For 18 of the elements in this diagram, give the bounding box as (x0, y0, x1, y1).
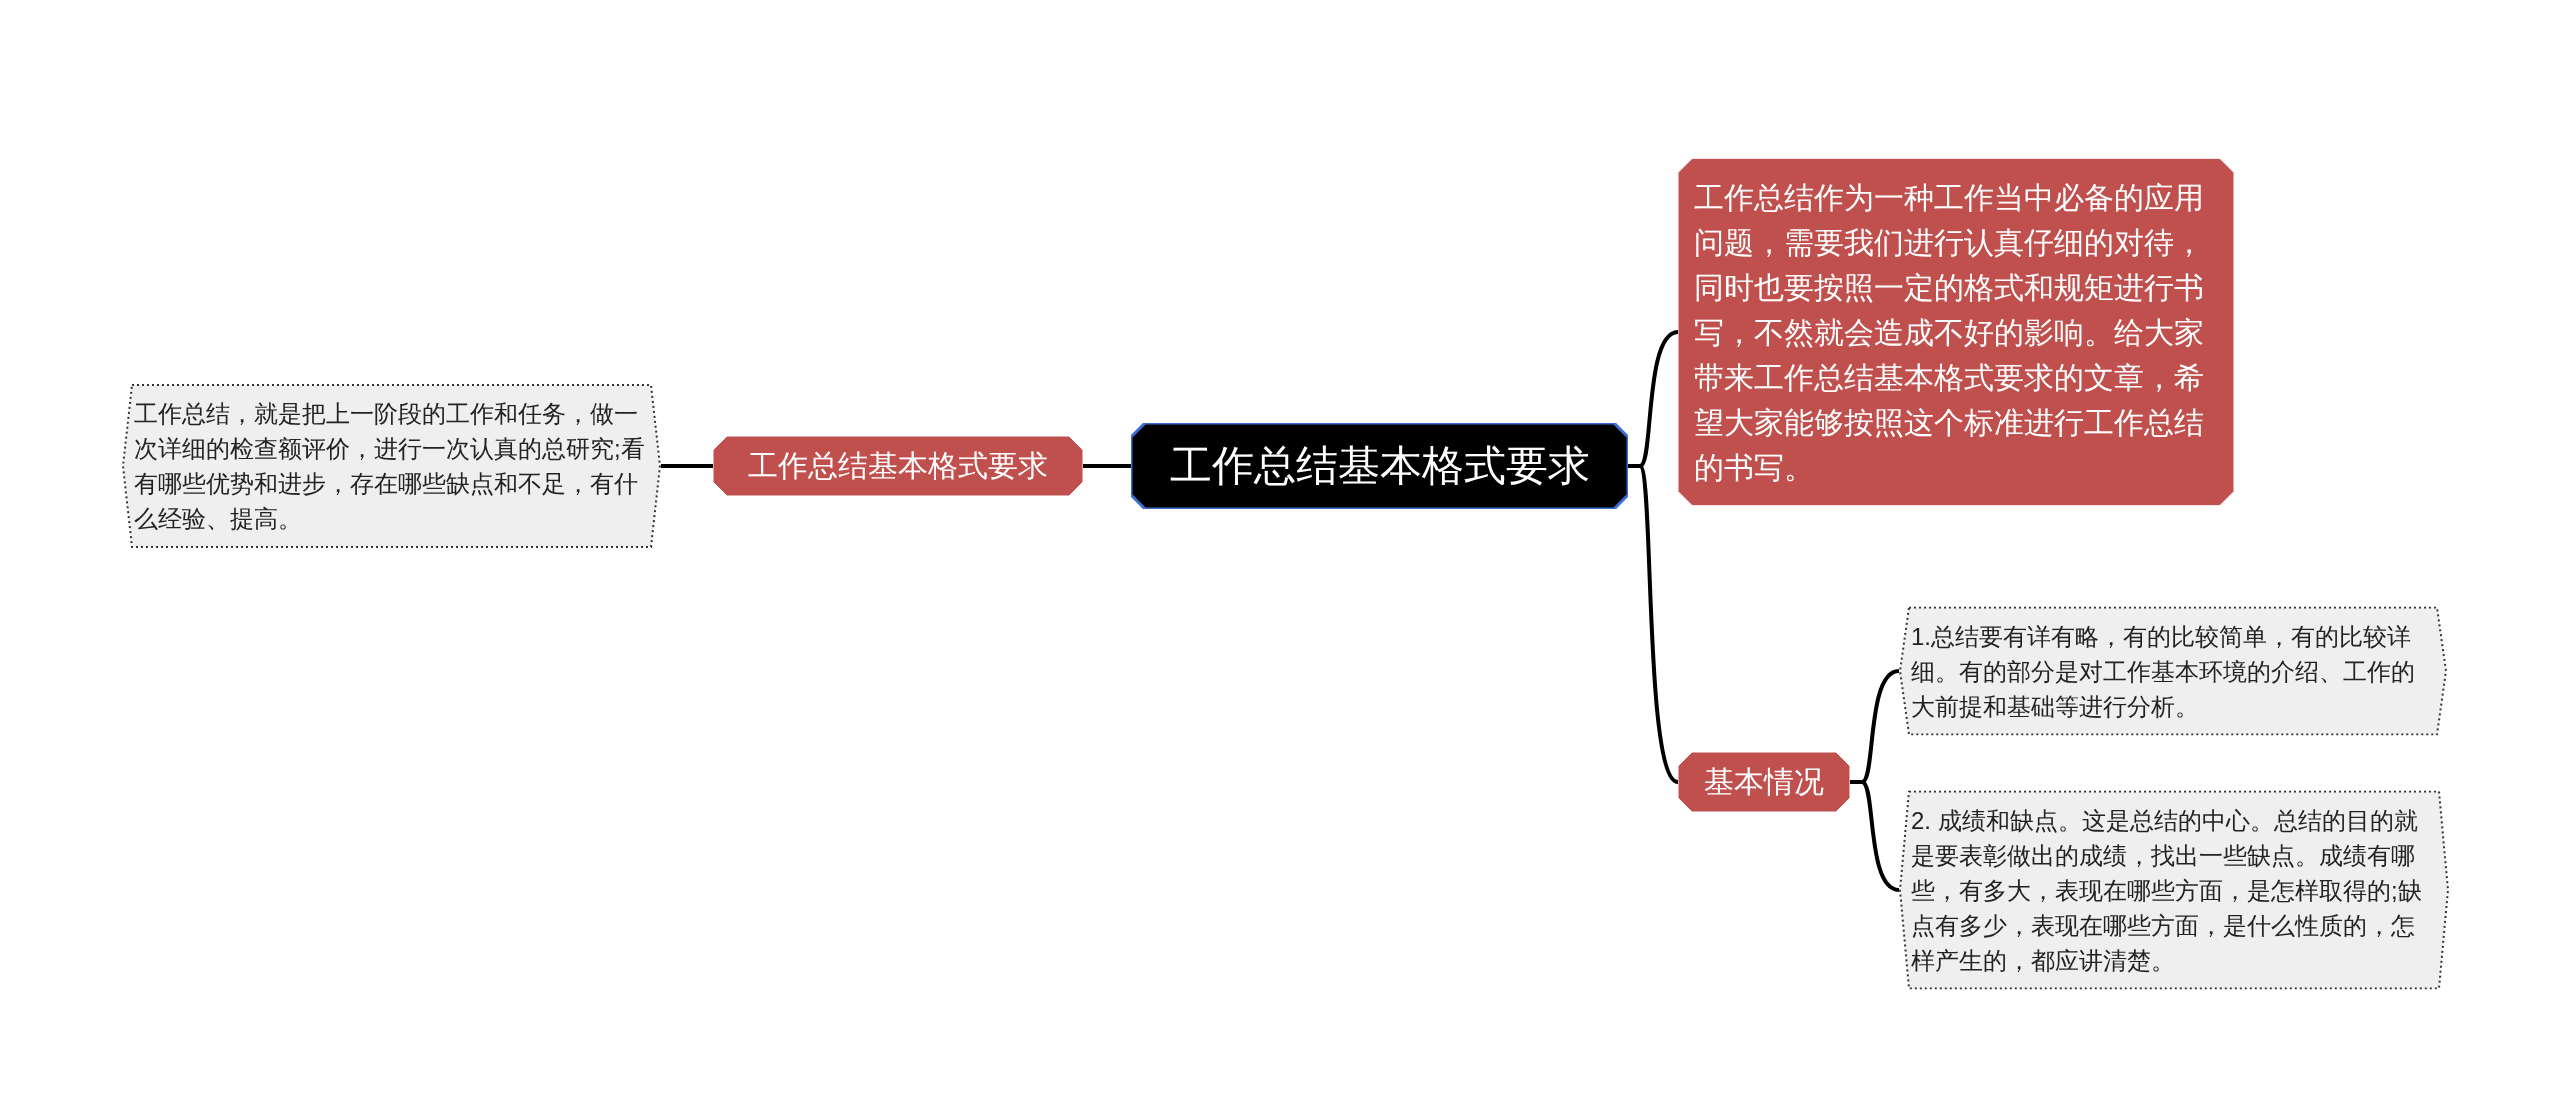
description-box (1678, 158, 2234, 506)
central-topic-box (1131, 423, 1628, 509)
connector-line (1850, 780, 1900, 892)
central-topic-text: 工作总结基本格式要求 (1169, 442, 1590, 489)
note-box (1899, 606, 2447, 736)
topic-box (1678, 752, 1850, 812)
description-text: 工作总结作为一种工作当中必备的应用问题，需要我们进行认真仔细的对待，同时也要按照一定的格式和规矩进行书写，不然就会造成不好的影响。给大家带来工作总结基本格式要求的文章，希望大家能够按照这个标准进行工作总结的书写。 (1694, 180, 2204, 484)
note-text: 2. 成绩和缺点。这是总结的中心。总结的目的就是要表彰做出的成绩，找出一些缺点。成绩有哪些，有多大，表现在哪些方面，是怎样取得的;缺点有多少，表现在哪些方面，是什么性质的，怎样产生的，都应讲清楚。 (1911, 806, 2422, 974)
connector-line (1083, 464, 1131, 468)
topic-text: 基本情况 (1704, 765, 1824, 798)
topic-text: 工作总结基本格式要求 (748, 449, 1048, 482)
note-text: 1.总结要有详有略，有的比较简单，有的比较详细。有的部分是对工作基本环境的介绍、工作的大前提和基础等进行分析。 (1911, 622, 2415, 720)
note-text: 工作总结，就是把上一阶段的工作和任务，做一次详细的检查额评价，进行一次认真的总研究;看有哪些优势和进步，存在哪些缺点和不足，有什么经验、提高。 (134, 400, 645, 532)
note-box (122, 384, 661, 548)
topic-box (713, 436, 1083, 496)
connector-line (1628, 464, 1680, 784)
connector-line (661, 464, 713, 468)
note-box (1899, 790, 2449, 990)
